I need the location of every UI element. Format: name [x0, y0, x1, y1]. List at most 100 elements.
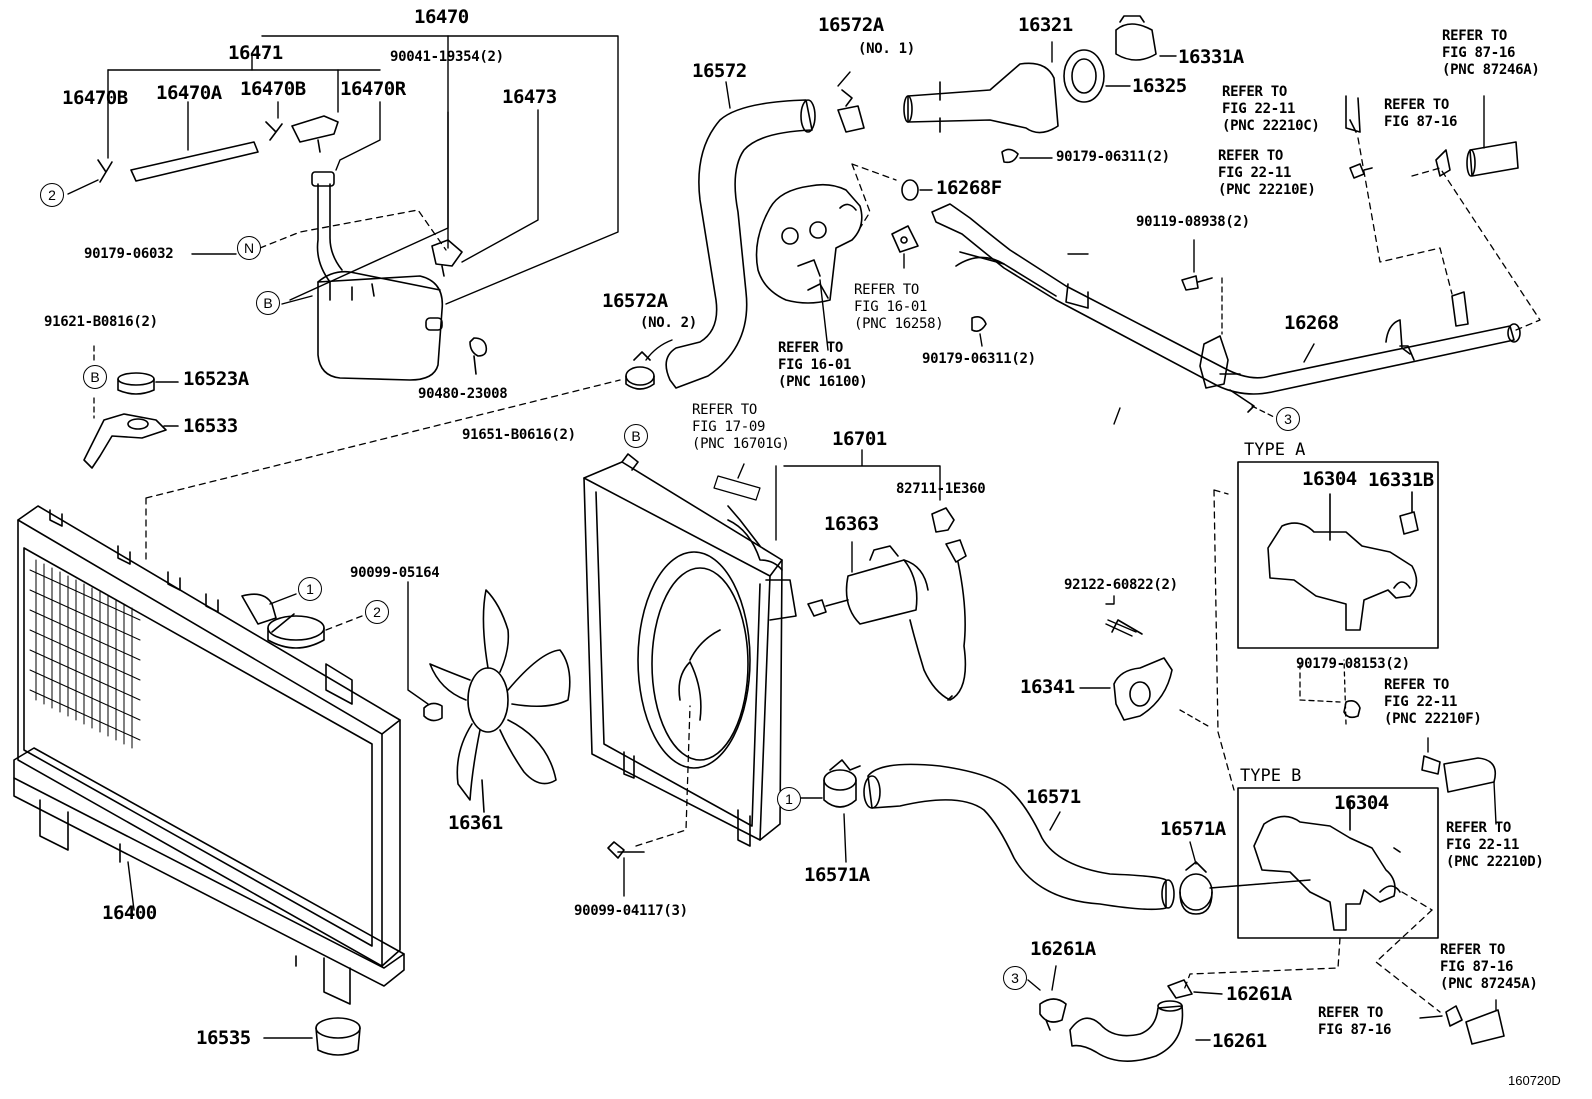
part-label-82711-1e360[interactable]: 82711-1E360: [896, 481, 986, 497]
part-label-16363[interactable]: 16363: [824, 513, 879, 535]
radiator-cap-illustration: [267, 613, 325, 649]
part-label-90119-08938[interactable]: 90119-08938(2): [1136, 214, 1250, 230]
part-label-90179-06311[interactable]: 90179-06311(2): [922, 351, 1036, 367]
part-label-16571a[interactable]: 16571A: [804, 864, 870, 886]
reservoir-hose-illustration: [130, 141, 259, 182]
marker-1: 1: [298, 577, 322, 601]
water-outlet-16321-illustration: [903, 41, 1059, 134]
refer-line: REFER TO: [854, 282, 920, 298]
refer-line: REFER TO: [1440, 942, 1506, 958]
part-label-16701[interactable]: 16701: [832, 428, 887, 450]
refer-line: REFER TO: [1384, 97, 1450, 113]
refer-pnc: (PNC 87245A): [1440, 976, 1538, 992]
refer-line: REFER TO: [692, 402, 758, 418]
refer-fig: FIG 87-16: [1442, 45, 1516, 61]
part-label-16261a[interactable]: 16261A: [1226, 983, 1292, 1005]
type-a-title: TYPE A: [1244, 440, 1306, 460]
part-label-92122-60822[interactable]: 92122-60822(2): [1064, 577, 1178, 593]
thermostat-illustration: [1115, 15, 1177, 61]
part-label-16523a[interactable]: 16523A: [183, 368, 249, 390]
hose-clamp-16571a-illustration: [799, 759, 1213, 915]
refer-fig: FIG 16-01: [854, 299, 928, 315]
refer-fig-87-16[interactable]: REFER TO FIG 87-16 (PNC 87245A): [1440, 942, 1538, 993]
part-label-16572a[interactable]: 16572A: [602, 290, 668, 312]
part-label-90041-19354[interactable]: 90041-19354(2): [390, 49, 504, 65]
part-label-16473[interactable]: 16473: [502, 86, 557, 108]
refer-fig-22-11[interactable]: REFER TO FIG 22-11 (PNC 22210C): [1222, 84, 1320, 135]
radiator-illustration: [13, 505, 405, 1005]
part-label-16331b[interactable]: 16331B: [1368, 469, 1434, 491]
refer-fig-16-01[interactable]: REFER TO FIG 16-01 (PNC 16100): [778, 340, 868, 391]
part-label-16261a[interactable]: 16261A: [1030, 938, 1096, 960]
part-label-16331a[interactable]: 16331A: [1178, 46, 1244, 68]
part-label-91621-b0816[interactable]: 91621-B0816(2): [44, 314, 158, 330]
part-label-16533[interactable]: 16533: [183, 415, 238, 437]
type-a-housing-illustration: [1267, 491, 1419, 631]
part-label-16470a[interactable]: 16470A: [156, 82, 222, 104]
upper-hose-illustration: [665, 81, 816, 389]
part-label-16470[interactable]: 16470: [414, 6, 469, 28]
part-label-16325[interactable]: 16325: [1132, 75, 1187, 97]
part-label-16571a[interactable]: 16571A: [1160, 818, 1226, 840]
part-label-16571[interactable]: 16571: [1026, 786, 1081, 808]
part-label-16321[interactable]: 16321: [1018, 14, 1073, 36]
refer-line: REFER TO: [778, 340, 844, 356]
part-label-90179-06032[interactable]: 90179-06032: [84, 246, 174, 262]
drain-cock-16535-illustration: [263, 1017, 361, 1056]
lower-hose-illustration: [863, 763, 1175, 911]
part-label-16304[interactable]: 16304: [1302, 468, 1357, 490]
refer-line: REFER TO: [1384, 677, 1450, 693]
engine-block-illustration: [755, 183, 863, 351]
refer-fig: FIG 22-11: [1384, 694, 1458, 710]
part-label-16304[interactable]: 16304: [1334, 792, 1389, 814]
refer-pnc: (PNC 16100): [778, 374, 868, 390]
part-label-90179-06311[interactable]: 90179-06311(2): [1056, 149, 1170, 165]
marker-2: 2: [365, 600, 389, 624]
part-label-16268[interactable]: 16268: [1284, 312, 1339, 334]
refer-pnc: (PNC 16258): [854, 316, 944, 332]
part-label-16572[interactable]: 16572: [692, 60, 747, 82]
refer-fig-22-11[interactable]: REFER TO FIG 22-11 (PNC 22210D): [1446, 820, 1544, 871]
type-b-title: TYPE B: [1240, 766, 1302, 786]
part-label-16572a[interactable]: 16572A: [818, 14, 884, 36]
marker-1: 1: [777, 787, 801, 811]
refer-pnc: (PNC 22210E): [1218, 182, 1316, 198]
part-label-91651-b0616[interactable]: 91651-B0616(2): [462, 427, 576, 443]
cooling-fan-illustration: [429, 589, 571, 813]
refer-fig-16-01[interactable]: REFER TO FIG 16-01 (PNC 16258): [854, 282, 944, 333]
refer-fig-22-11[interactable]: REFER TO FIG 22-11 (PNC 22210E): [1218, 148, 1316, 199]
part-label-16341[interactable]: 16341: [1020, 676, 1075, 698]
refer-fig: FIG 22-11: [1222, 101, 1296, 117]
type-b-housing-illustration: [1253, 799, 1401, 931]
refer-pnc: (PNC 16701G): [692, 436, 790, 452]
refer-fig-17-09[interactable]: REFER TO FIG 17-09 (PNC 16701G): [692, 402, 790, 453]
reservoir-cap-illustration: [97, 115, 339, 183]
part-label-16268f[interactable]: 16268F: [936, 177, 1002, 199]
small-hose-illustration: [1069, 1000, 1211, 1062]
refer-line: REFER TO: [1222, 84, 1288, 100]
part-label-16261[interactable]: 16261: [1212, 1030, 1267, 1052]
refer-fig-87-16[interactable]: REFER TO FIG 87-16: [1384, 97, 1457, 131]
refer-fig-87-16[interactable]: REFER TO FIG 87-16: [1318, 1005, 1391, 1039]
part-label-90480-23008[interactable]: 90480-23008: [418, 386, 508, 402]
part-label-16470r[interactable]: 16470R: [340, 78, 406, 100]
part-label-16535[interactable]: 16535: [196, 1027, 251, 1049]
part-label-16400[interactable]: 16400: [102, 902, 157, 924]
marker-n: N: [237, 236, 261, 260]
refer-fig: FIG 22-11: [1446, 837, 1520, 853]
marker-b: B: [624, 424, 648, 448]
part-label-90099-05164[interactable]: 90099-05164: [350, 565, 440, 581]
bypass-pipe-illustration: [931, 203, 1521, 413]
marker-2: 2: [40, 183, 64, 207]
refer-fig-22-11[interactable]: REFER TO FIG 22-11 (PNC 22210F): [1384, 677, 1482, 728]
refer-fig-87-16[interactable]: REFER TO FIG 87-16 (PNC 87246A): [1442, 28, 1540, 79]
part-label-16470b[interactable]: 16470B: [62, 87, 128, 109]
part-label-16361[interactable]: 16361: [448, 812, 503, 834]
part-label-90099-04117[interactable]: 90099-04117(3): [574, 903, 688, 919]
part-label-16471[interactable]: 16471: [228, 42, 283, 64]
part-label-16470b[interactable]: 16470B: [240, 78, 306, 100]
marker-3: 3: [1276, 407, 1300, 431]
part-label-90179-08153[interactable]: 90179-08153(2): [1296, 656, 1410, 672]
refer-line: REFER TO: [1442, 28, 1508, 44]
